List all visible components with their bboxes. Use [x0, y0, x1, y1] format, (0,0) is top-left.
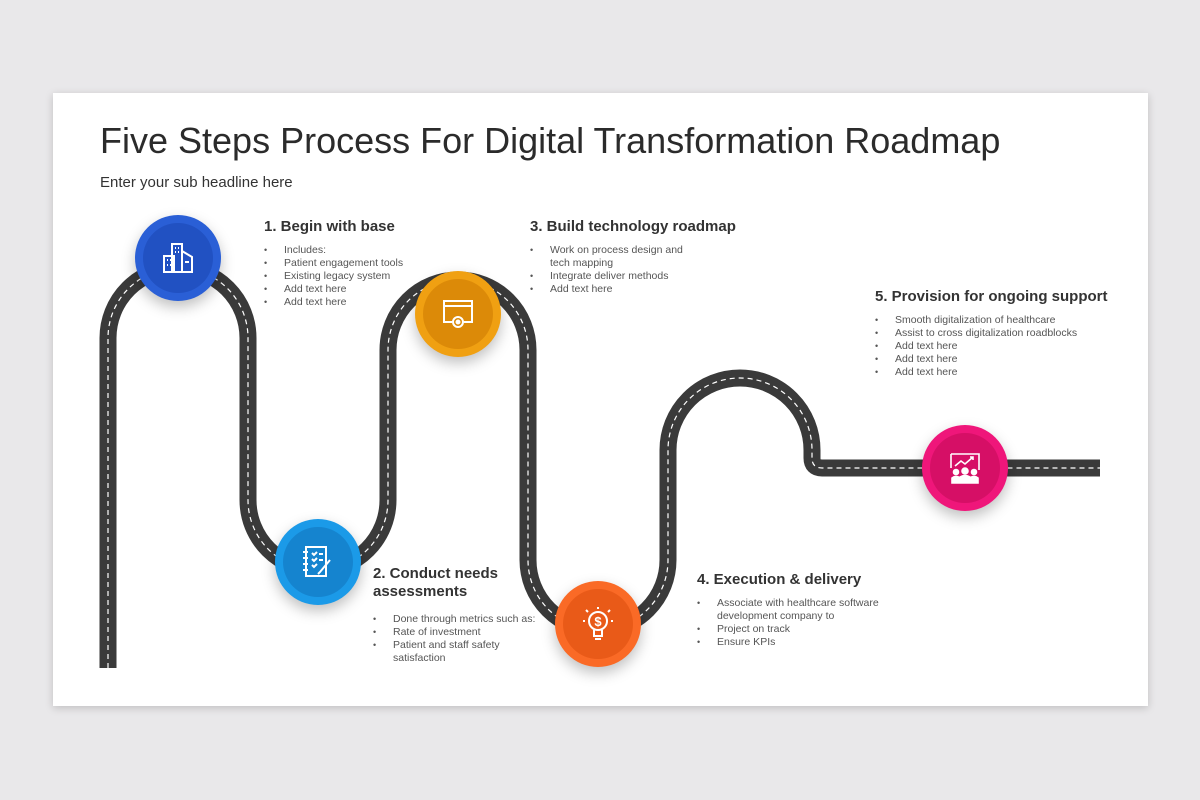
- bullet: Associate with healthcare software devel…: [697, 597, 892, 623]
- step-2-circle: [275, 519, 361, 605]
- step-heading: 2. Conduct needs assessments: [373, 565, 499, 600]
- bullet: Project on track: [697, 623, 917, 636]
- page-title: Five Steps Process For Digital Transform…: [100, 120, 1001, 161]
- bullet: Add text here: [264, 296, 484, 309]
- presentation-team-icon: [950, 453, 980, 484]
- step-heading: 1. Begin with base: [264, 218, 395, 235]
- step-heading: 5. Provision for ongoing support: [875, 288, 1108, 305]
- step-1: 1. Begin with base Includes: Patient eng…: [264, 218, 484, 309]
- step-heading: 3. Build technology roadmap: [530, 218, 736, 235]
- bullet: Rate of investment: [373, 626, 548, 639]
- bullet: Add text here: [530, 283, 750, 296]
- bullet: Patient and staff safety satisfaction: [373, 639, 503, 665]
- step-5: 5. Provision for ongoing support Smooth …: [875, 288, 1125, 379]
- bullet: Add text here: [875, 353, 1125, 366]
- bullet: Ensure KPIs: [697, 636, 917, 649]
- checklist-icon: [303, 546, 331, 577]
- step-2: 2. Conduct needs assessments Done throug…: [373, 565, 548, 665]
- step-heading: 4. Execution & delivery: [697, 571, 862, 588]
- step-4: 4. Execution & delivery Associate with h…: [697, 571, 917, 649]
- bullet: Work on process design and tech mapping: [530, 244, 690, 270]
- bullet: Integrate deliver methods: [530, 270, 750, 283]
- step-3: 3. Build technology roadmap Work on proc…: [530, 218, 750, 296]
- step-4-circle: $: [555, 581, 641, 667]
- svg-text:$: $: [594, 614, 602, 629]
- bullet: Smooth digitalization of healthcare: [875, 314, 1125, 327]
- buildings-icon: [163, 243, 193, 273]
- subtitle: Enter your sub headline here: [100, 174, 293, 191]
- bullet: Add text here: [875, 340, 1125, 353]
- bullet: Add text here: [264, 283, 484, 296]
- step-5-circle: [922, 425, 1008, 511]
- bullet: Add text here: [875, 366, 1125, 379]
- lightbulb-dollar-icon: $: [583, 607, 613, 640]
- bullet: Patient engagement tools: [264, 257, 484, 270]
- bullet: Includes:: [264, 244, 484, 257]
- bullet: Done through metrics such as:: [373, 613, 548, 626]
- bullet: Existing legacy system: [264, 270, 484, 283]
- bullet: Assist to cross digitalization roadblock…: [875, 327, 1125, 340]
- step-1-circle: [135, 215, 221, 301]
